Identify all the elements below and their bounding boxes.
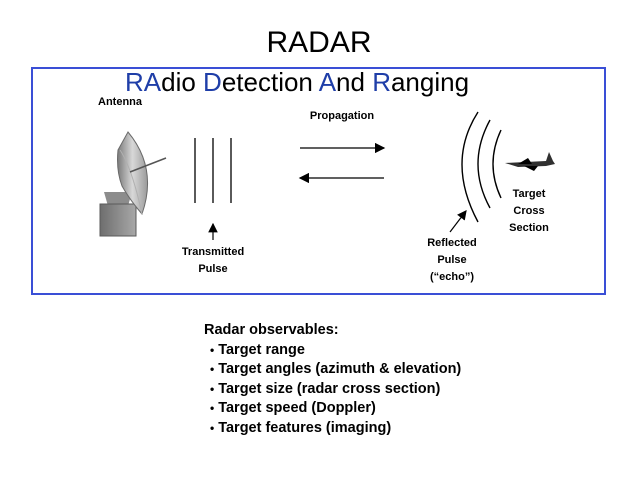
observables-heading: Radar observables: — [204, 322, 339, 338]
subtitle-part: dio — [161, 67, 204, 97]
observable-item-text: Target size (radar cross section) — [218, 380, 441, 397]
aircraft-icon — [505, 152, 555, 171]
subtitle-part: D — [203, 67, 222, 97]
transmitted-pulse-label-line: Transmitted — [181, 246, 245, 258]
bullet-icon: • — [210, 401, 215, 415]
target-cross-section-label-line: Cross — [513, 205, 545, 217]
transmitted-pulse-label: Transmitted Pulse — [170, 244, 256, 278]
antenna-label: Antenna — [98, 96, 142, 108]
subtitle-part: A — [318, 67, 337, 97]
reflected-pulse-arcs — [461, 111, 502, 223]
reflected-pulse-label-line: Pulse — [437, 254, 467, 266]
reflected-pulse-label-line: (“echo”) — [430, 271, 474, 283]
diagram-frame — [31, 67, 606, 295]
observable-item: •Target angles (azimuth & elevation) — [204, 360, 461, 380]
transmitted-pulse-lines — [194, 138, 232, 203]
observables-list: •Target range •Target angles (azimuth & … — [204, 341, 461, 439]
transmitted-pulse-label-line: Pulse — [198, 263, 228, 275]
subtitle-part: anging — [390, 67, 470, 97]
observable-item-text: Target angles (azimuth & elevation) — [218, 361, 462, 377]
observable-item: •Target range — [204, 341, 461, 361]
subtitle-part: R — [372, 67, 391, 97]
observable-item: •Target speed (Doppler) — [204, 399, 461, 419]
observable-item: •Target features (imaging) — [204, 419, 461, 439]
subtitle-part: etection — [221, 67, 319, 97]
bullet-icon: • — [210, 381, 215, 396]
target-cross-section-label-line: Section — [509, 222, 549, 234]
observable-item: •Target size (radar cross section) — [204, 380, 461, 400]
page-title: RADAR — [266, 26, 372, 59]
observable-item-text: Target features (imaging) — [218, 419, 392, 436]
observable-item-text: Target range — [218, 341, 305, 358]
target-cross-section-label-line: Target — [512, 188, 546, 200]
bullet-icon: • — [210, 342, 215, 357]
radar-observables: Radar observables: •Target range •Target… — [204, 321, 461, 438]
reflected-pointer-arrow — [449, 210, 467, 233]
propagation-label: Propagation — [309, 110, 375, 122]
bullet-icon: • — [210, 420, 215, 435]
observable-item-text: Target speed (Doppler) — [218, 400, 376, 416]
reflected-pulse-label-line: Reflected — [427, 237, 477, 249]
antenna-icon — [99, 131, 167, 237]
subtitle: RAdio Detection And Ranging — [125, 67, 469, 98]
bullet-icon: • — [210, 362, 215, 376]
subtitle-part: nd — [336, 67, 373, 97]
reflected-pulse-label: Reflected Pulse (“echo”) — [416, 235, 488, 286]
subtitle-part: RA — [125, 67, 162, 97]
target-cross-section-label: Target Cross Section — [502, 186, 556, 237]
